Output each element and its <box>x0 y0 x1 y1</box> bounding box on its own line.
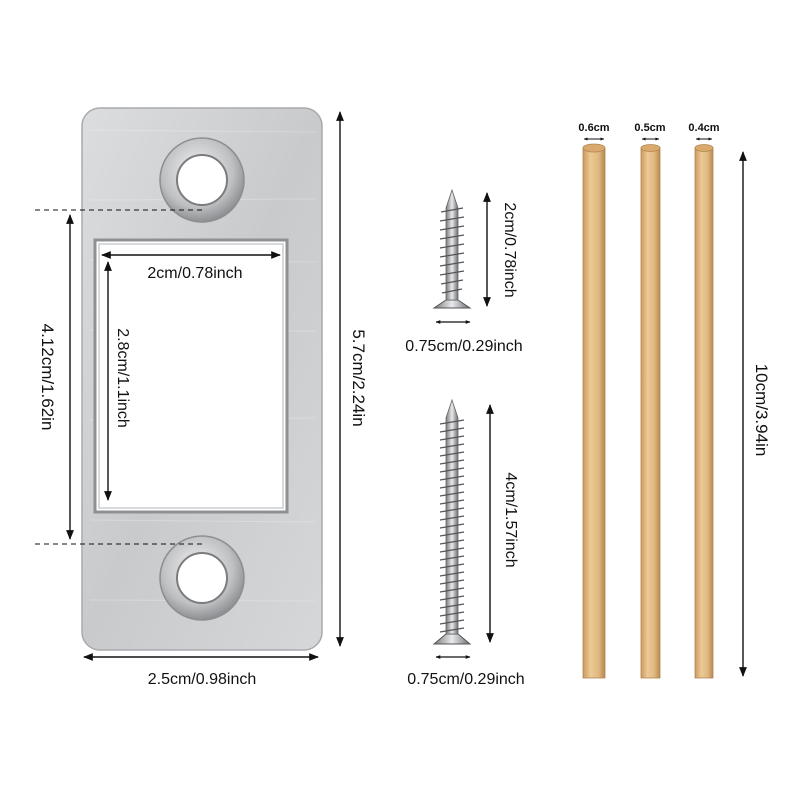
short-screw-thread <box>439 207 465 294</box>
short-screw-head <box>432 299 472 309</box>
dowel-length-label: 10cm/3.94in <box>752 364 771 457</box>
total-height-label: 5.7cm/2.24in <box>349 329 368 426</box>
wooden-dowel-3 <box>694 144 714 679</box>
short-screw-head-label: 0.75cm/0.29inch <box>405 338 522 355</box>
inner-width-label: 2cm/0.78inch <box>147 265 242 282</box>
long-screw-length-label: 4cm/1.57inch <box>502 472 519 567</box>
long-screw-head <box>432 633 472 645</box>
plate-top-screw-hole <box>159 137 245 223</box>
dowel-1-diameter-label: 0.6cm <box>578 122 609 134</box>
long-screw-shank <box>445 398 459 635</box>
short-screw <box>432 188 472 309</box>
dowel-2-diameter-label: 0.5cm <box>634 122 665 134</box>
long-screw-thread <box>439 419 465 633</box>
inner-height-label: 2.8cm/1.1inch <box>114 328 131 428</box>
dowel-3-diameter-label: 0.4cm <box>688 122 719 134</box>
long-screw <box>432 398 472 645</box>
long-screw-head-label: 0.75cm/0.29inch <box>407 671 524 688</box>
plate-rectangular-cutout <box>93 238 289 514</box>
total-width-label: 2.5cm/0.98inch <box>148 671 257 688</box>
strike-plate <box>81 107 323 651</box>
wooden-dowel-1 <box>582 143 606 679</box>
hole-spacing-label: 4.12cm/1.62in <box>38 324 57 431</box>
wooden-dowel-2 <box>640 144 661 679</box>
short-screw-length-label: 2cm/0.78inch <box>501 202 518 297</box>
plate-bottom-screw-hole <box>159 535 245 621</box>
